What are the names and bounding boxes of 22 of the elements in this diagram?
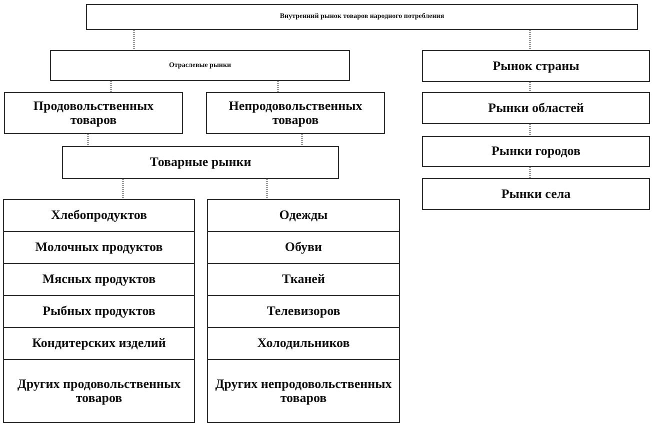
market-box: Рынки села xyxy=(422,178,650,210)
list-cell: Других непродовольственных товаров xyxy=(207,359,400,423)
market-box: Рынки городов xyxy=(422,136,650,167)
list-cell: Одежды xyxy=(207,199,400,232)
list-cell: Тканей xyxy=(207,263,400,296)
market-box: Рынки областей xyxy=(422,92,650,124)
list-cell: Рыбных продуктов xyxy=(3,295,195,328)
list-cell: Обуви xyxy=(207,231,400,264)
category-box: Товарные рынки xyxy=(62,146,339,179)
market-box: Продовольственных товаров xyxy=(4,92,183,134)
list-cell: Молочных продуктов xyxy=(3,231,195,264)
list-cell: Других продовольственных товаров xyxy=(3,359,195,423)
list-cell: Мясных продуктов xyxy=(3,263,195,296)
connector-line xyxy=(266,178,268,200)
list-cell: Кондитерских изделий xyxy=(3,327,195,360)
market-box: Непродовольственных товаров xyxy=(206,92,385,134)
list-cell: Хлебопродуктов xyxy=(3,199,195,232)
market-box: Рынок страны xyxy=(422,50,650,82)
list-cell: Телевизоров xyxy=(207,295,400,328)
connector-line xyxy=(110,80,112,92)
list-cell: Холодильников xyxy=(207,327,400,360)
connector-line xyxy=(122,178,124,200)
